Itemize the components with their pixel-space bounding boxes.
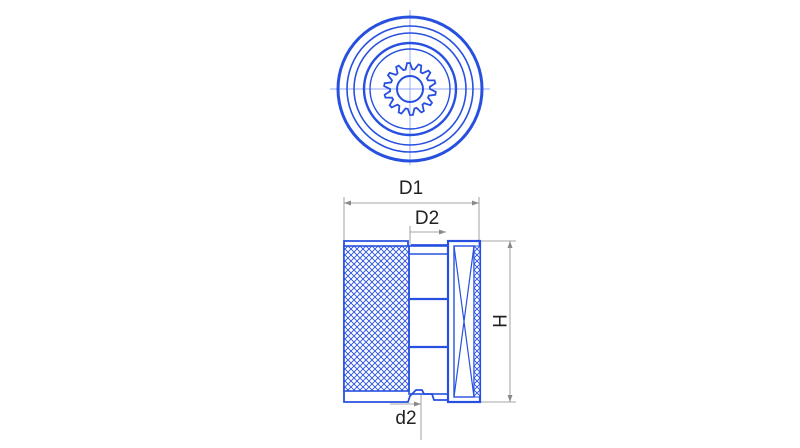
top-view <box>330 10 490 165</box>
outer-ring-inner-edge <box>346 25 474 153</box>
inner-tube-section <box>408 245 449 395</box>
gasket-strip <box>473 245 481 398</box>
d1-label: D1 <box>399 178 423 199</box>
hub-bore <box>396 75 424 103</box>
splined-hub-icon <box>383 62 437 116</box>
h-label: H <box>488 314 509 328</box>
d2-upper-label: D2 <box>415 208 439 229</box>
middle-ring <box>353 32 467 146</box>
d2-lower-label: d2 <box>395 408 416 429</box>
flange-ring <box>362 41 458 137</box>
d2-arrowhead <box>439 229 446 235</box>
flange-ring-inner <box>369 48 451 130</box>
perforated-mesh-section <box>343 245 410 392</box>
side-view: D1 D2 H d2 <box>343 178 516 440</box>
d2-lower-arrowhead <box>414 401 421 407</box>
end-cap-cross <box>453 245 475 398</box>
outer-ring <box>336 15 484 163</box>
